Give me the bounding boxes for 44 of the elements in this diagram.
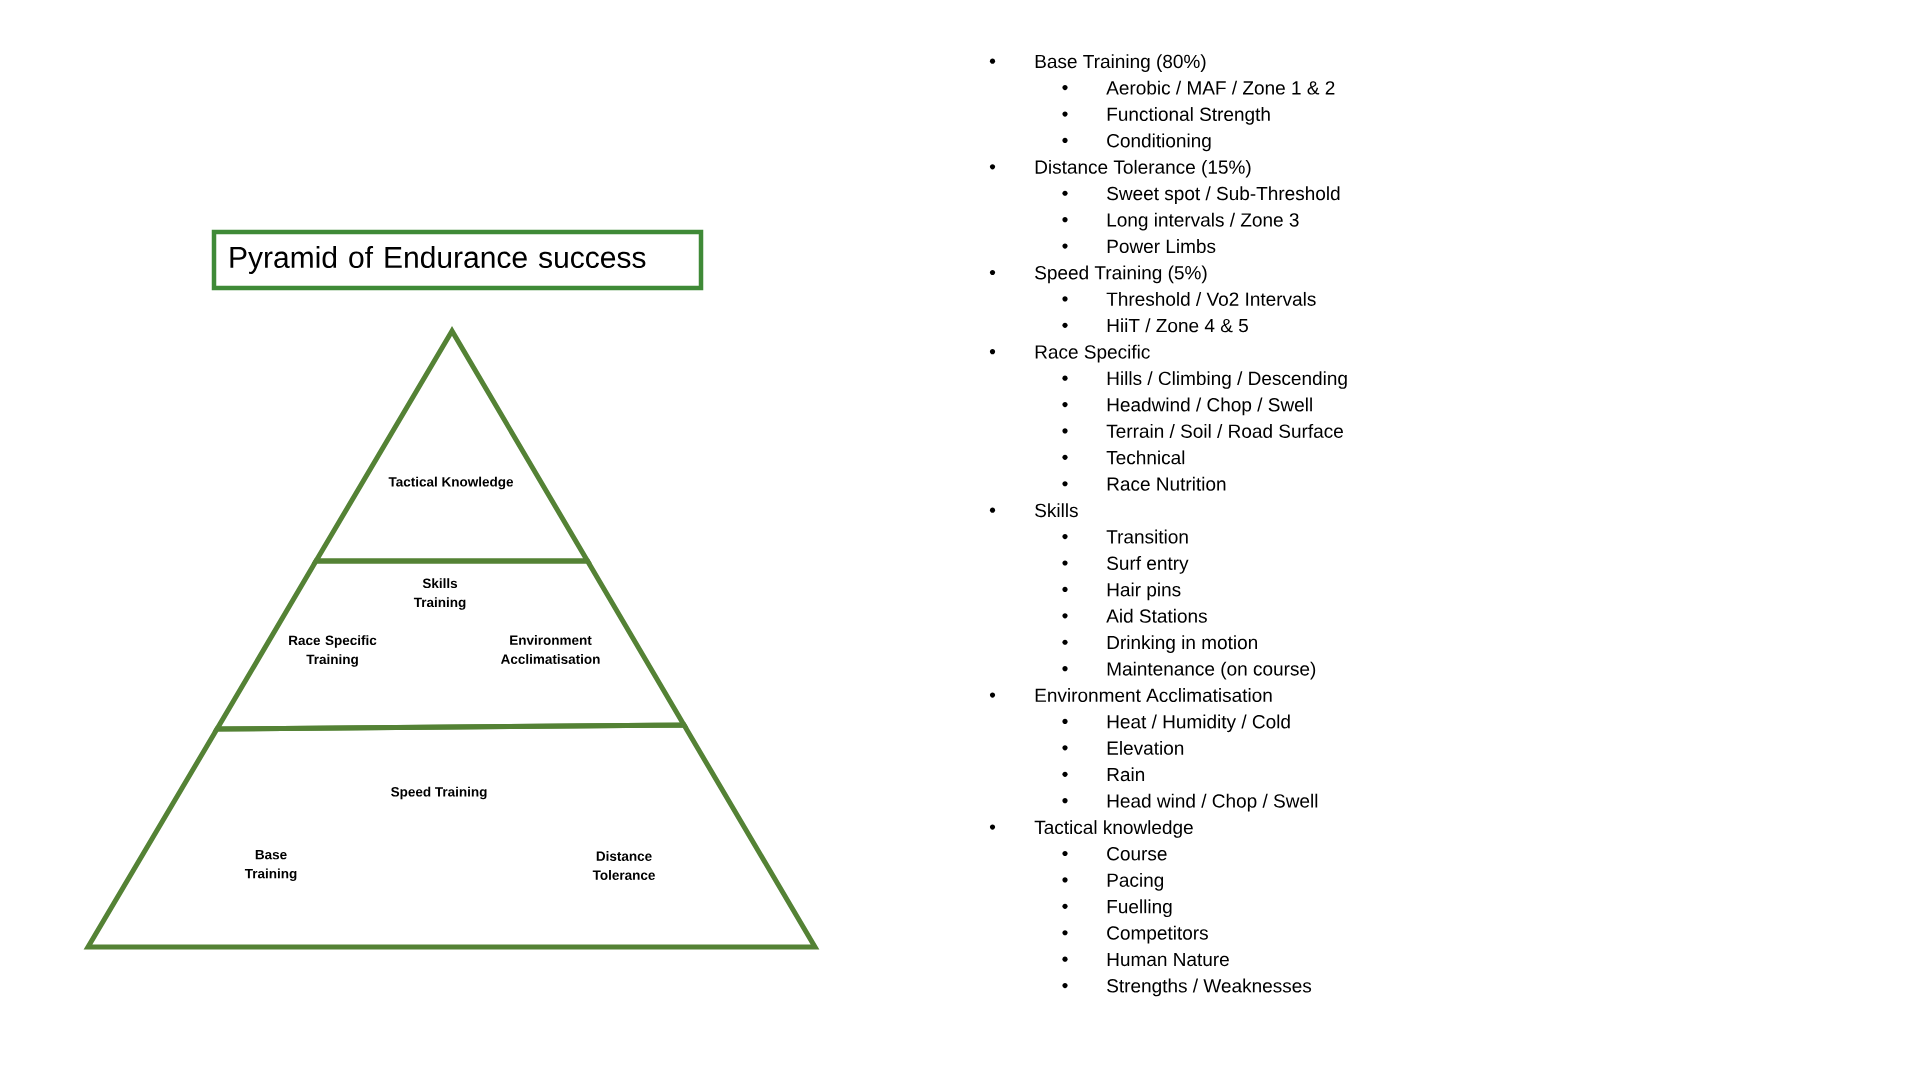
list-item: Distance Tolerance (15%) — [1035, 159, 1251, 178]
list-item: Head wind / Chop / Swell — [1107, 793, 1318, 812]
list-item: Sweet spot / Sub-Threshold — [1107, 186, 1340, 204]
list-item: Terrain / Soil / Road Surface — [1106, 424, 1343, 438]
list-item: Functional Strength — [1107, 107, 1270, 125]
list-item: Elevation — [1107, 740, 1184, 755]
list-item: Race Specific — [1035, 344, 1150, 363]
list-item: Long intervals / Zone 3 — [1107, 212, 1299, 231]
list-item: Tactical knowledge — [1034, 820, 1193, 838]
list-item: Technical — [1106, 450, 1185, 465]
tier-label: Race Specific Training — [289, 635, 377, 667]
list-item: Human Nature — [1107, 952, 1229, 967]
tier-label: Environment Acclimatisation — [500, 635, 600, 664]
list-item: Headwind / Chop / Swell — [1107, 397, 1312, 416]
tier-label: Speed Training — [391, 786, 487, 800]
list-item: Power Limbs — [1107, 239, 1216, 254]
list-item: Race Nutrition — [1107, 476, 1226, 491]
tier-label: Tactical Knowledge — [388, 476, 514, 490]
list-item: Base Training (80%) — [1035, 54, 1206, 72]
list-item: Transition — [1106, 529, 1188, 544]
list-item: HiiT / Zone 4 & 5 — [1107, 318, 1248, 333]
list-item: Heat / Humidity / Cold — [1107, 714, 1290, 733]
list-item: Skills — [1035, 503, 1078, 518]
list-item: Drinking in motion — [1107, 635, 1257, 653]
list-item: Surf entry — [1107, 556, 1189, 574]
tier-label: Distance Tolerance — [592, 851, 655, 880]
list-item: Hair pins — [1107, 582, 1181, 601]
tier-label: Base Training — [244, 849, 297, 882]
list-item: Fuelling — [1107, 899, 1172, 918]
tier-label: Skills Training — [413, 578, 466, 610]
list-item: Course — [1107, 847, 1167, 861]
list-item: Aid Stations — [1106, 608, 1207, 623]
list-item: Hills / Climbing / Descending — [1107, 371, 1347, 389]
title-box: Pyramid of Endurance success — [211, 229, 704, 291]
list-item: Aerobic / MAF / Zone 1 & 2 — [1106, 80, 1335, 95]
list-item: Speed Training (5%) — [1035, 265, 1207, 284]
list-item: Maintenance (on course) — [1107, 661, 1316, 680]
list-item: Strengths / Weaknesses — [1107, 978, 1312, 997]
list-item: Rain — [1107, 767, 1145, 782]
list-item: Competitors — [1107, 925, 1208, 944]
list-item: Conditioning — [1107, 133, 1211, 152]
list-item: Pacing — [1107, 872, 1164, 891]
list-item: Threshold / Vo2 Intervals — [1106, 291, 1316, 306]
list-item: Environment Acclimatisation — [1035, 688, 1272, 703]
